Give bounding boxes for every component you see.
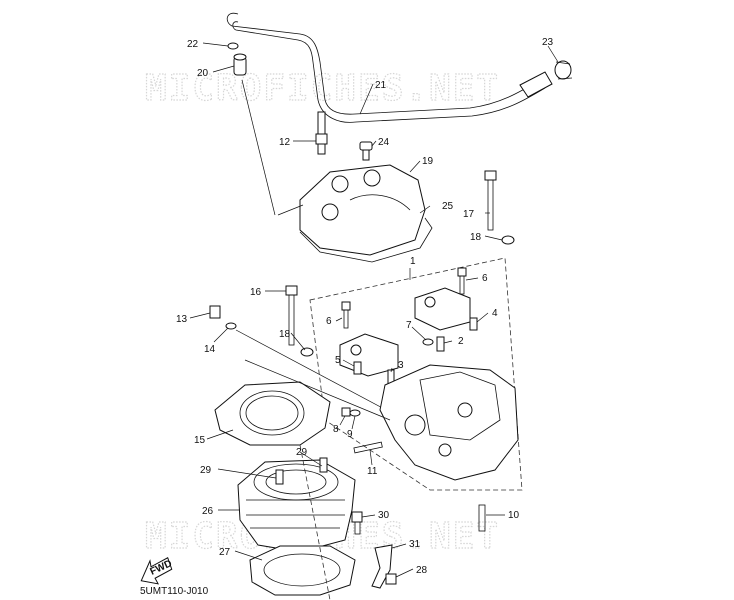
cover-bolt: [359, 141, 373, 161]
washer-9: [349, 409, 361, 417]
callout-29b: 29: [296, 447, 308, 458]
callout-18b: 18: [279, 329, 291, 340]
long-bolt-16: [285, 285, 298, 346]
bolt-6a: [341, 301, 351, 329]
callout-7: 7: [406, 320, 412, 331]
callout-31: 31: [409, 539, 421, 550]
hose-clamp: [554, 60, 573, 80]
leader-lines: [189, 42, 559, 578]
nut-13: [209, 305, 221, 319]
cylinder: [237, 459, 356, 553]
dowel-5: [353, 361, 362, 375]
callout-10: 10: [508, 510, 520, 521]
callout-17: 17: [463, 209, 475, 220]
breather-clip: [227, 42, 239, 50]
callout-12: 12: [279, 137, 291, 148]
callouts: 1 2 3 4 5 6 6 7 8 9 10 11 12 13 14 15 16…: [176, 37, 554, 576]
callout-18a: 18: [470, 232, 482, 243]
callout-22: 22: [187, 39, 199, 50]
diagram-code: 5UMT110-J010: [140, 586, 209, 597]
callout-28: 28: [416, 565, 428, 576]
callout-20: 20: [197, 68, 209, 79]
callout-9: 9: [347, 429, 353, 440]
dowel-29a: [275, 469, 284, 485]
stud-10: [478, 504, 486, 532]
bolt-8: [341, 407, 351, 417]
washer-7: [422, 338, 434, 346]
callout-14: 14: [204, 344, 216, 355]
callout-27: 27: [219, 547, 231, 558]
breather-fitting: [233, 53, 247, 76]
callout-11: 11: [367, 466, 378, 477]
spark-plug: [315, 111, 328, 155]
callout-25: 25: [442, 201, 454, 212]
callout-2: 2: [458, 336, 464, 347]
washer-18a: [501, 235, 515, 245]
washer-14: [225, 322, 237, 330]
bolt-6b: [457, 267, 467, 295]
dowel-4: [469, 317, 478, 331]
cylinder-head-cover: [299, 164, 426, 256]
callout-13: 13: [176, 314, 188, 325]
callout-1: 1: [410, 256, 416, 267]
callout-24: 24: [378, 137, 390, 148]
cylinder-head-gasket: [214, 381, 331, 446]
callout-26: 26: [202, 506, 214, 517]
callout-29a: 29: [200, 465, 212, 476]
long-bolt-17: [484, 170, 497, 231]
callout-15: 15: [194, 435, 206, 446]
stud-11: [353, 441, 383, 454]
callout-23: 23: [542, 37, 554, 48]
callout-30: 30: [378, 510, 390, 521]
fwd-arrow-icon: FWD: [140, 557, 174, 585]
callout-21: 21: [375, 80, 387, 91]
callout-5: 5: [335, 355, 341, 366]
callout-6a: 6: [326, 316, 332, 327]
head-cover-gasket: [299, 217, 433, 263]
callout-6b: 6: [482, 273, 488, 284]
breather-hose: [226, 12, 553, 123]
callout-16: 16: [250, 287, 262, 298]
cylinder-head: [379, 364, 519, 481]
stud-2: [436, 336, 445, 352]
callout-3: 3: [398, 360, 404, 371]
cylinder-base-gasket: [249, 545, 356, 596]
callout-19: 19: [422, 156, 434, 167]
bracket-31: [371, 544, 393, 589]
callout-8: 8: [333, 424, 339, 435]
alignment-line: [299, 444, 331, 600]
washer-18b: [300, 347, 314, 357]
nut-28: [385, 573, 397, 585]
callout-4: 4: [492, 308, 498, 319]
